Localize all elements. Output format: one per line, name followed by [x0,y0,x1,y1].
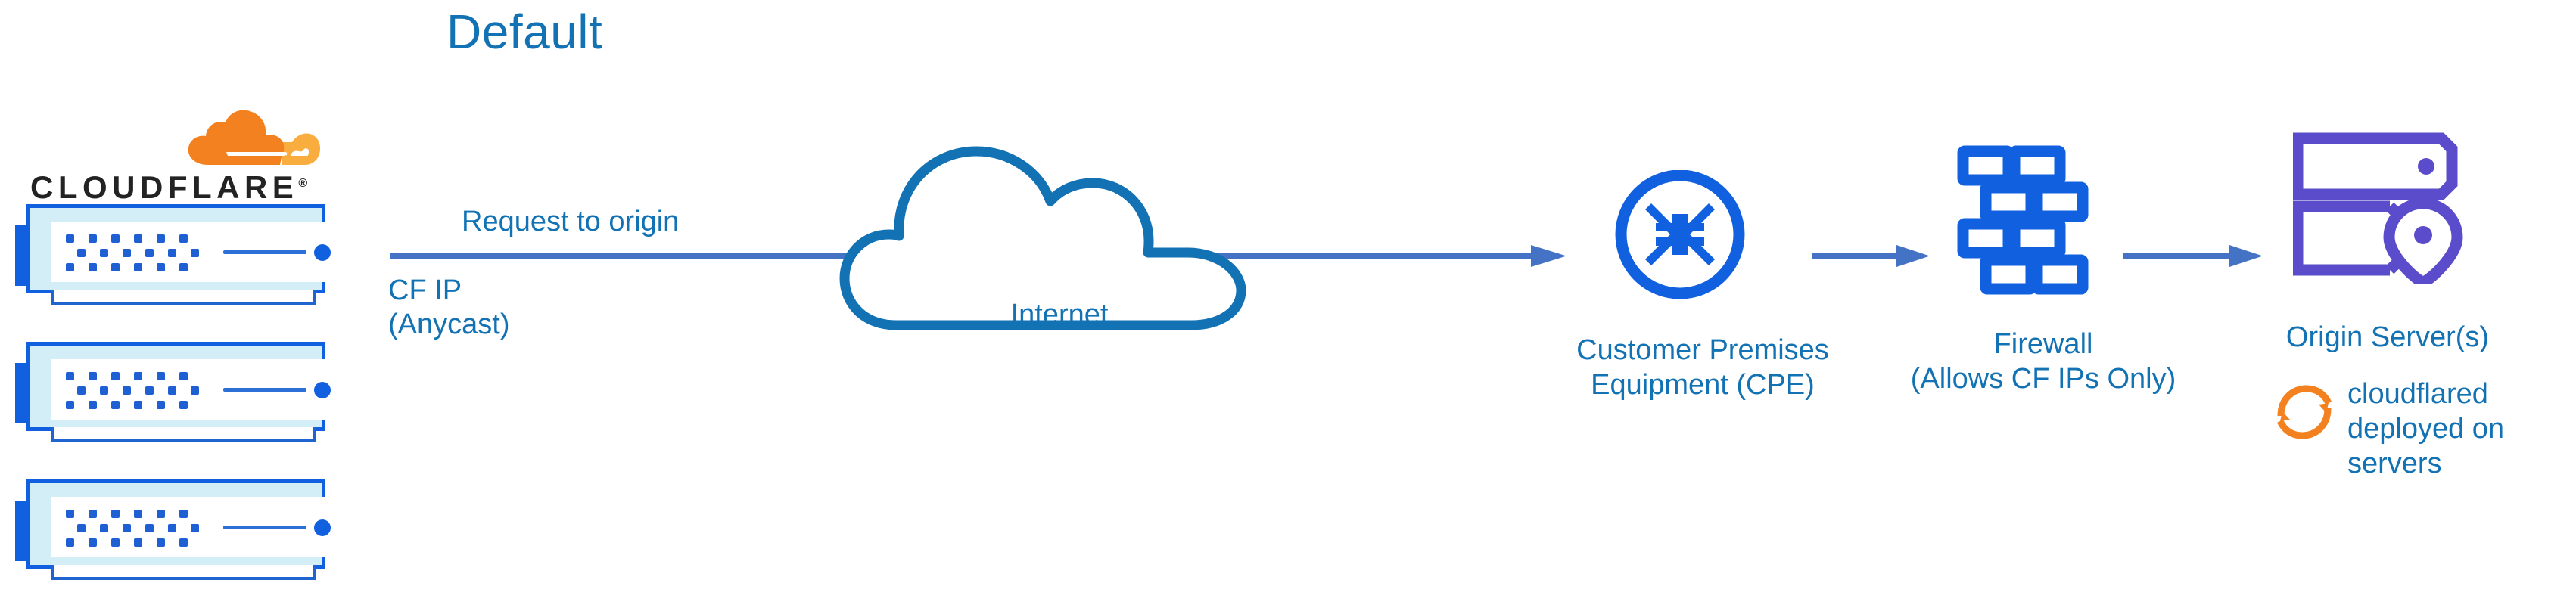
firewall-label-line-2: (Allows CF IPs Only) [1910,363,2176,395]
server-rack-icon [15,479,333,582]
rack-front-panel [51,222,331,282]
firewall-label: Firewall (Allows CF IPs Only) [1884,327,2202,396]
rack-base [51,290,316,305]
rack-vent-dots-icon [66,372,199,409]
cloudflare-wordmark: CLOUDFLARE® [30,169,307,206]
cloudflared-note: cloudflared deployed on servers [2272,377,2574,513]
arrow-firewall-to-origin [2123,245,2263,267]
rack-base [51,565,316,580]
cf-ip-line-2: (Anycast) [388,309,510,340]
registered-trademark-symbol: ® [298,177,308,190]
page-title: Default [446,5,603,59]
cloudflared-text: cloudflared deployed on servers [2347,377,2574,481]
arrow-cpe-to-firewall [1812,245,1930,267]
firewall-label-line-1: Firewall [1993,328,2093,360]
cloudflare-logo: CLOUDFLARE® [30,106,348,205]
rack-power-led [314,244,331,261]
rack-chassis [26,479,331,569]
cloudflare-cloud-logo-icon [188,110,321,165]
cf-ip-anycast-label: CF IP (Anycast) [388,274,509,342]
origin-server-label: Origin Server(s) [2285,321,2490,353]
cloud-outline-icon [839,146,1246,330]
cf-ip-line-1: CF IP [388,274,462,306]
request-to-origin-label: Request to origin [462,206,680,237]
cloudflare-wordmark-text: CLOUDFLARE [30,169,299,205]
cloudflared-text-line-2: deployed on [2347,413,2505,445]
rack-base [51,427,316,442]
rack-status-line [223,250,306,254]
rack-chassis [26,204,331,293]
server-rack-icon [15,342,333,445]
cloudflared-text-line-3: servers [2347,448,2442,479]
sync-arrows-icon [2276,385,2332,439]
rack-front-panel [51,359,331,420]
rack-power-led [314,382,331,398]
cpe-label: Customer Premises Equipment (CPE) [1544,333,1862,402]
server-rack-icon [15,204,333,307]
rack-vent-dots-icon [66,234,199,271]
rack-vent-dots-icon [66,510,199,547]
server-location-pin-icon [2293,132,2463,284]
rack-power-led [314,519,331,536]
cpe-label-line-2: Equipment (CPE) [1591,369,1815,401]
internet-label: Internet [1010,299,1109,330]
cpe-label-line-1: Customer Premises [1576,334,1829,366]
rack-chassis [26,342,331,431]
brick-wall-firewall-icon [1957,145,2089,295]
rack-status-line [223,526,306,529]
cloudflared-text-line-1: cloudflared [2347,378,2488,410]
rack-status-line [223,388,306,392]
router-converge-arrows-icon [1615,170,1745,299]
rack-front-panel [51,497,331,557]
